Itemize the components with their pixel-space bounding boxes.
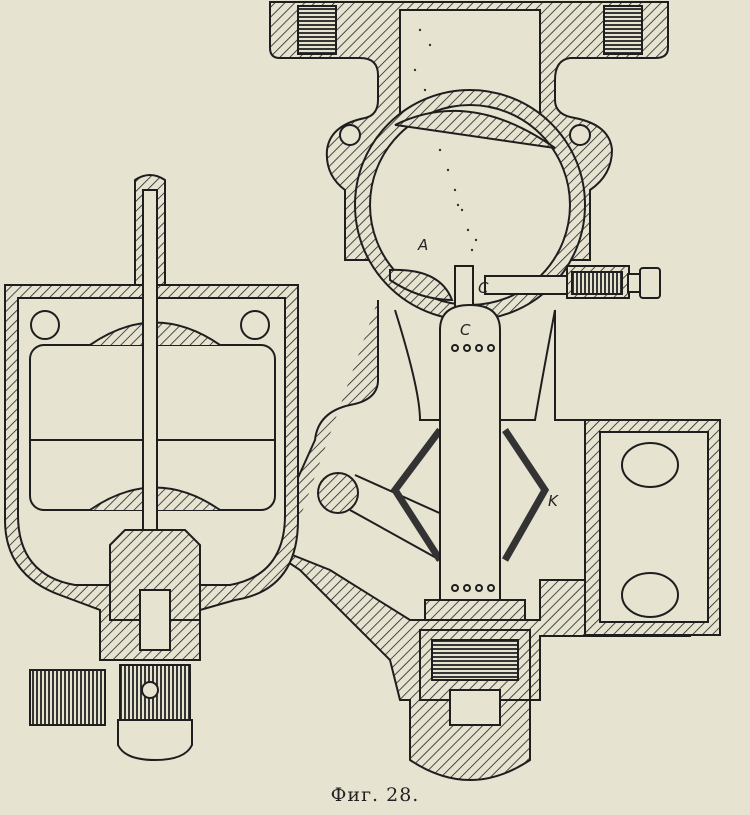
figure-caption: Фиг. 28. bbox=[330, 784, 420, 806]
label-k: K bbox=[548, 492, 559, 510]
mixing-chamber bbox=[278, 300, 721, 781]
jet-tube bbox=[439, 303, 501, 601]
label-c-needle: C bbox=[478, 279, 489, 297]
throttle-barrel bbox=[354, 89, 661, 321]
float-chamber bbox=[4, 174, 299, 762]
label-a: A bbox=[417, 236, 428, 254]
fuel-spray bbox=[413, 28, 478, 252]
label-c-jet: C bbox=[460, 321, 471, 339]
